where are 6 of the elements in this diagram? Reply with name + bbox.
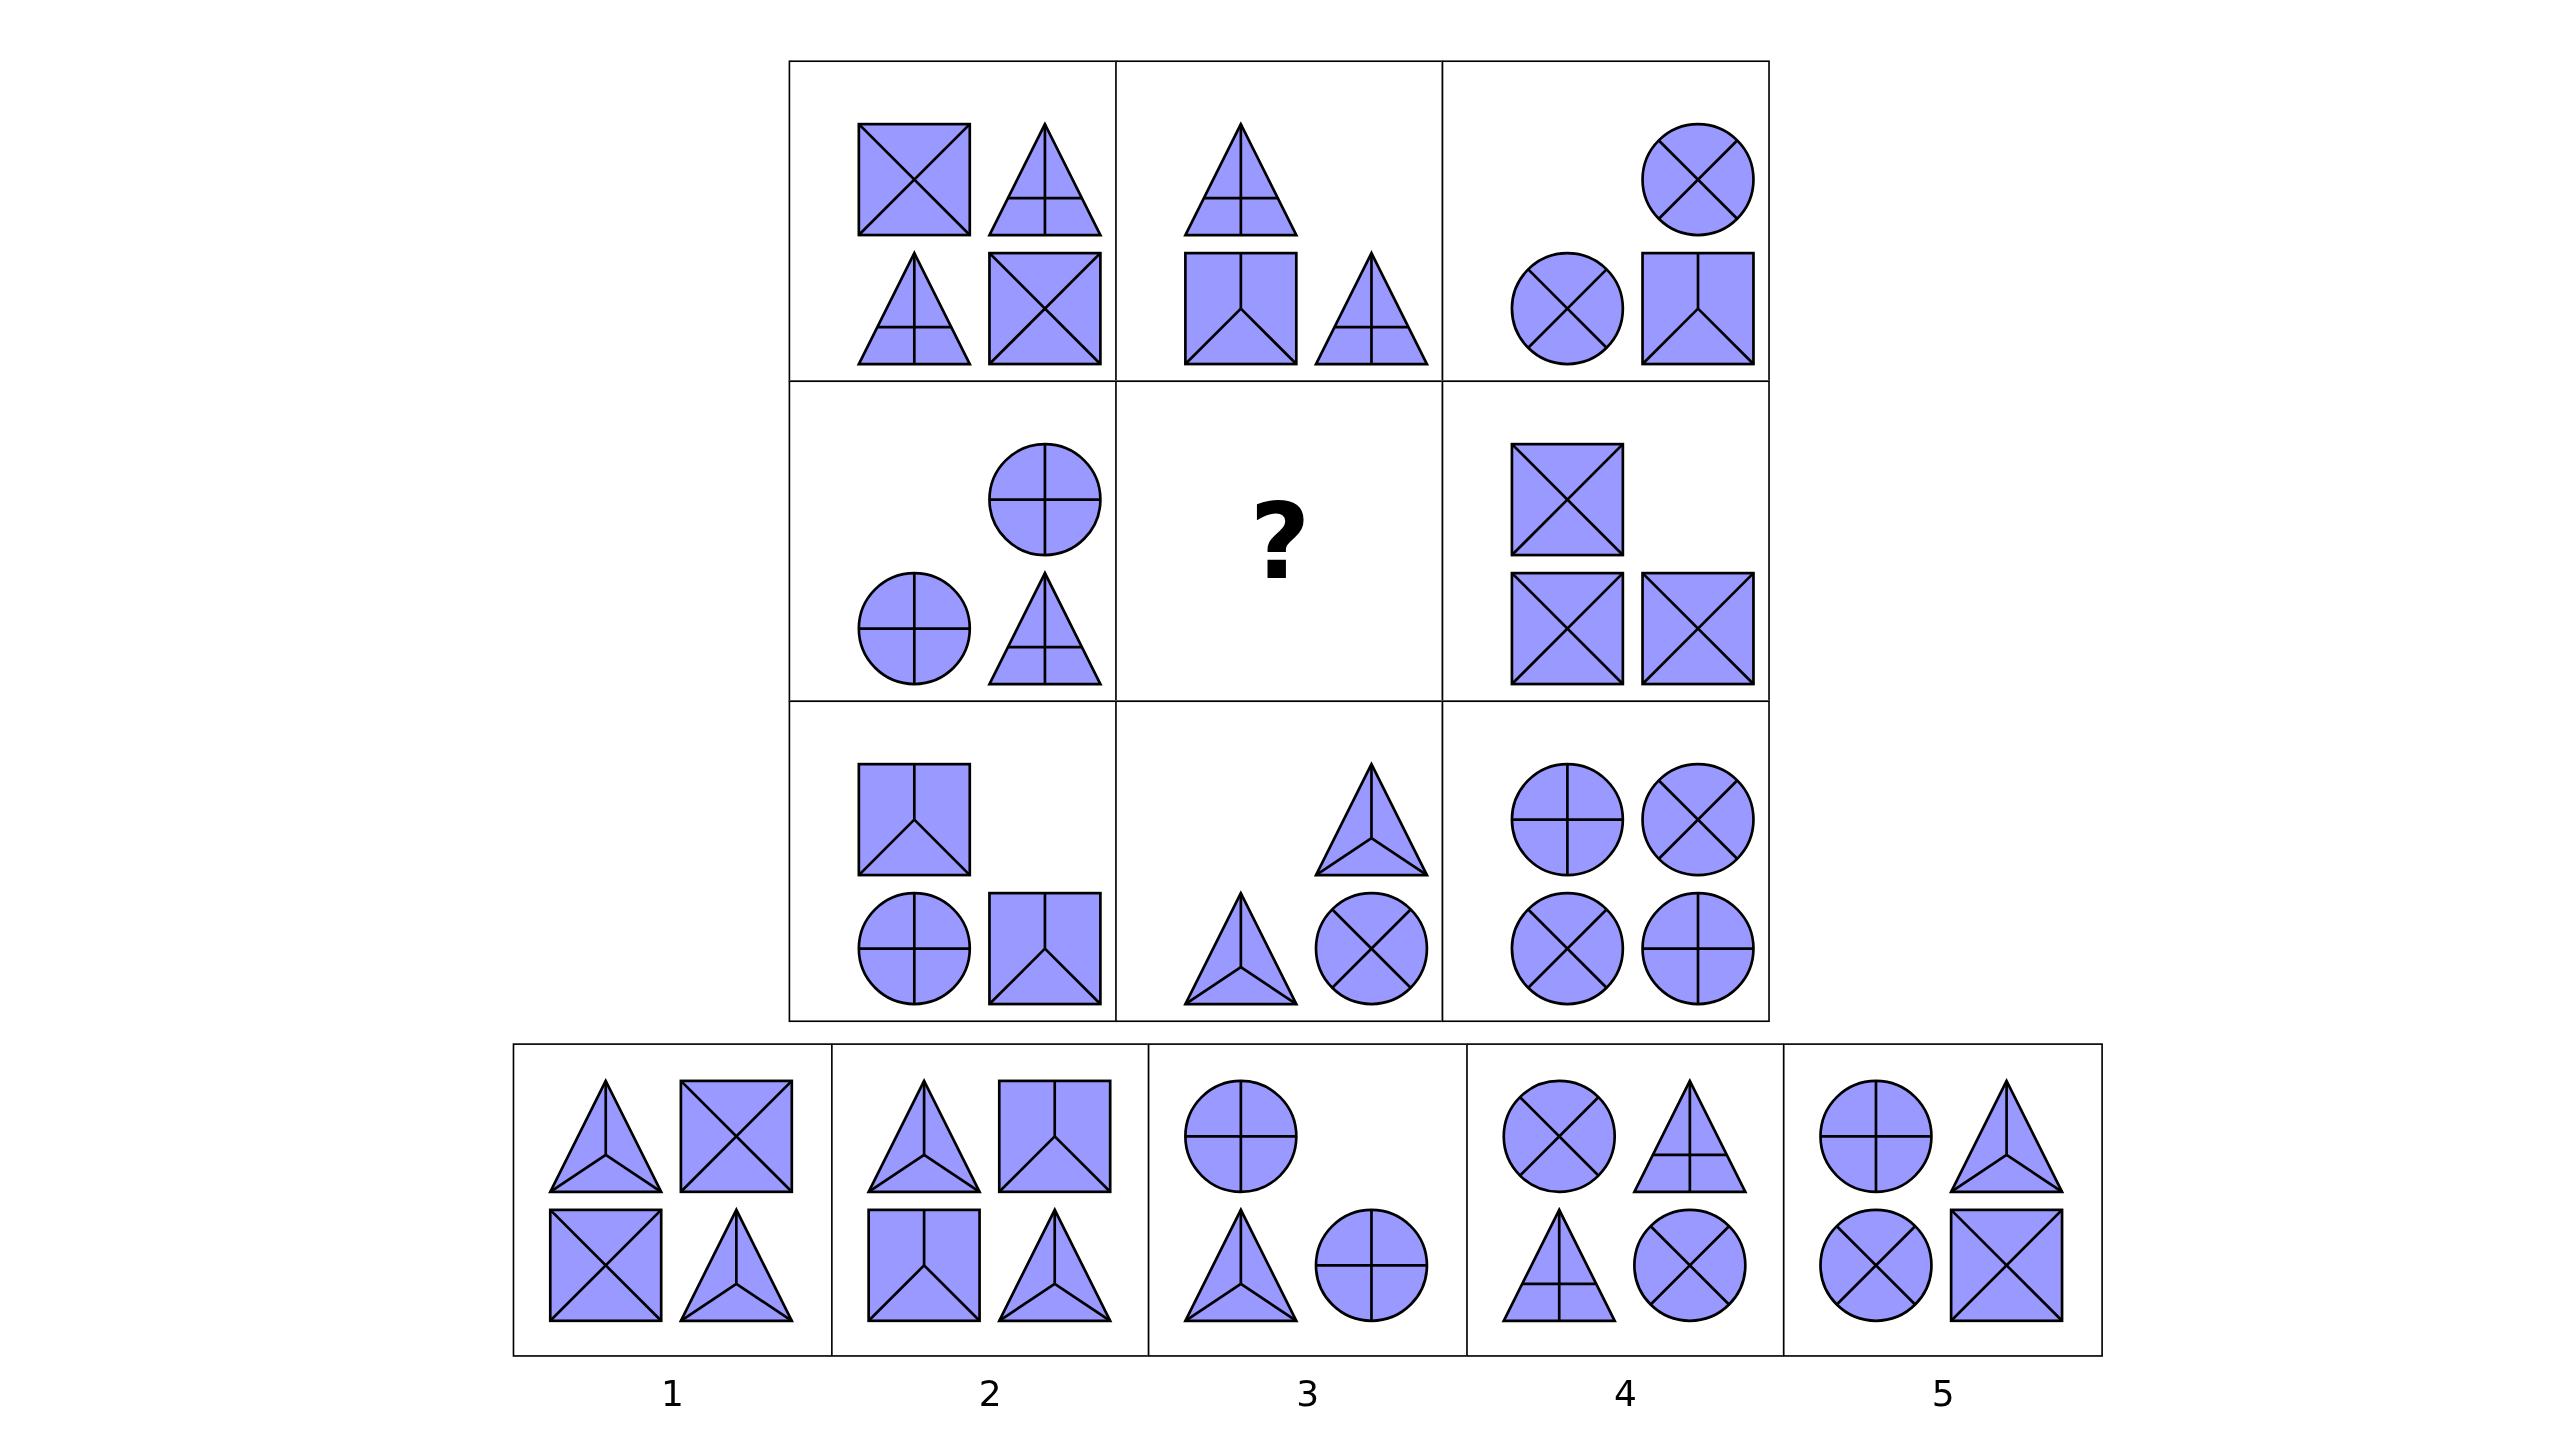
option-number: 1: [660, 1376, 684, 1413]
option-number: 4: [1614, 1376, 1637, 1413]
question-mark: ?: [1249, 489, 1311, 595]
option-number: 3: [1296, 1376, 1320, 1413]
option-number: 5: [1931, 1376, 1955, 1413]
option-number: 2: [978, 1376, 1002, 1413]
